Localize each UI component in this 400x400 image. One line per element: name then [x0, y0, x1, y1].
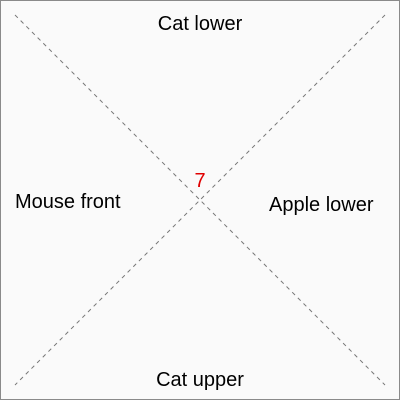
center-number: 7: [194, 170, 206, 192]
right-label: Apple lower: [269, 194, 374, 216]
left-label: Mouse front: [15, 191, 121, 213]
bottom-label: Cat upper: [156, 369, 244, 391]
top-label: Cat lower: [157, 13, 243, 35]
